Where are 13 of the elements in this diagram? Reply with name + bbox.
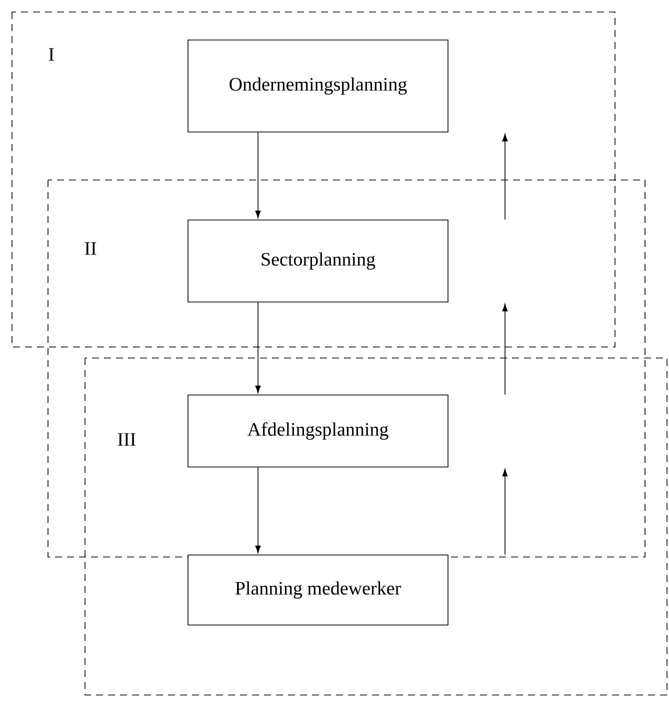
arrow <box>502 468 508 555</box>
process-box: Ondernemingsplanning <box>188 40 448 132</box>
region-number: II <box>84 242 96 255</box>
arrow <box>502 304 508 395</box>
region-number: I <box>48 48 54 61</box>
arrow <box>255 467 261 554</box>
process-box: Sectorplanning <box>188 220 448 302</box>
arrow <box>255 132 261 218</box>
arrow <box>255 302 261 394</box>
arrow <box>502 134 508 220</box>
process-box: Planning medewerker <box>188 554 448 626</box>
process-box: Afdelingsplanning <box>188 394 448 468</box>
region-number: III <box>118 433 136 446</box>
